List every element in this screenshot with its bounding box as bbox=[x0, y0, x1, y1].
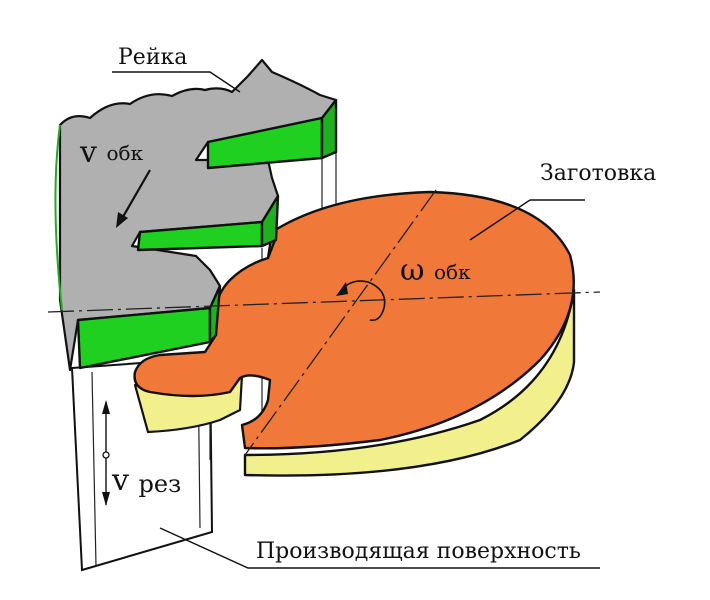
label-v-obk-main: v bbox=[79, 135, 97, 170]
pitch-line bbox=[47, 291, 601, 313]
rotation-arrow bbox=[339, 280, 386, 322]
label-omega-main: ω bbox=[400, 253, 424, 288]
cutting-velocity-arrow bbox=[102, 400, 110, 506]
label-omega: ω обк bbox=[400, 253, 471, 288]
blank-top-face bbox=[133, 190, 575, 450]
label-v-rez-sub: рез bbox=[139, 470, 182, 498]
leader-surface bbox=[159, 527, 600, 569]
construction-lines bbox=[47, 189, 601, 456]
leader-blank bbox=[469, 199, 585, 241]
label-v-obk-sub: обк bbox=[107, 141, 144, 165]
feed-velocity-arrow bbox=[116, 169, 151, 228]
blank-workpiece bbox=[133, 190, 576, 477]
label-generating-surface: Производящая поверхность bbox=[256, 539, 581, 564]
rack-tool bbox=[54, 58, 338, 372]
label-v-rez: v рез bbox=[111, 463, 181, 498]
label-v-obk: v обк bbox=[79, 135, 144, 170]
blank-axis-line bbox=[244, 189, 437, 456]
label-rack: Рейка bbox=[118, 45, 187, 70]
label-blank: Заготовка bbox=[540, 161, 656, 186]
label-v-rez-main: v bbox=[111, 463, 129, 498]
label-omega-sub: обк bbox=[434, 260, 471, 284]
leader-rack bbox=[112, 71, 241, 93]
